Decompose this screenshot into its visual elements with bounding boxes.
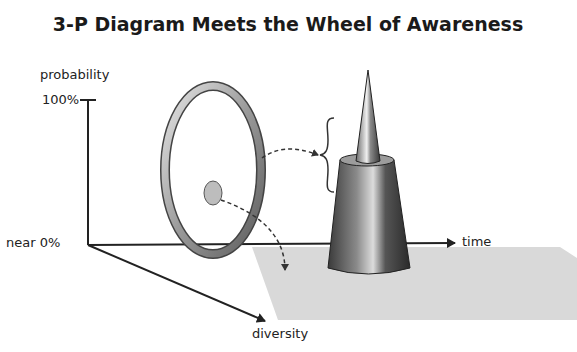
wheel-rim — [165, 86, 261, 254]
axis-label: time — [462, 235, 491, 249]
hub-arrow — [221, 200, 285, 270]
plateau-cone — [328, 160, 410, 274]
axis-label: diversity — [252, 327, 308, 341]
wheel-rim-outline — [165, 86, 261, 254]
axis-tick-label: 100% — [42, 93, 79, 107]
diversity-axis — [88, 245, 265, 321]
axis-tick-label: near 0% — [6, 236, 60, 250]
bracket — [320, 118, 334, 192]
wheel-hub — [204, 181, 222, 205]
diagram-title: 3-P Diagram Meets the Wheel of Awareness — [53, 14, 523, 35]
peak-spike — [356, 70, 380, 164]
floor-plane — [252, 247, 577, 320]
axis-tick — [80, 99, 96, 101]
axis-label: probability — [40, 68, 109, 82]
probability-axis — [87, 100, 89, 245]
rim-arrow — [262, 149, 318, 158]
